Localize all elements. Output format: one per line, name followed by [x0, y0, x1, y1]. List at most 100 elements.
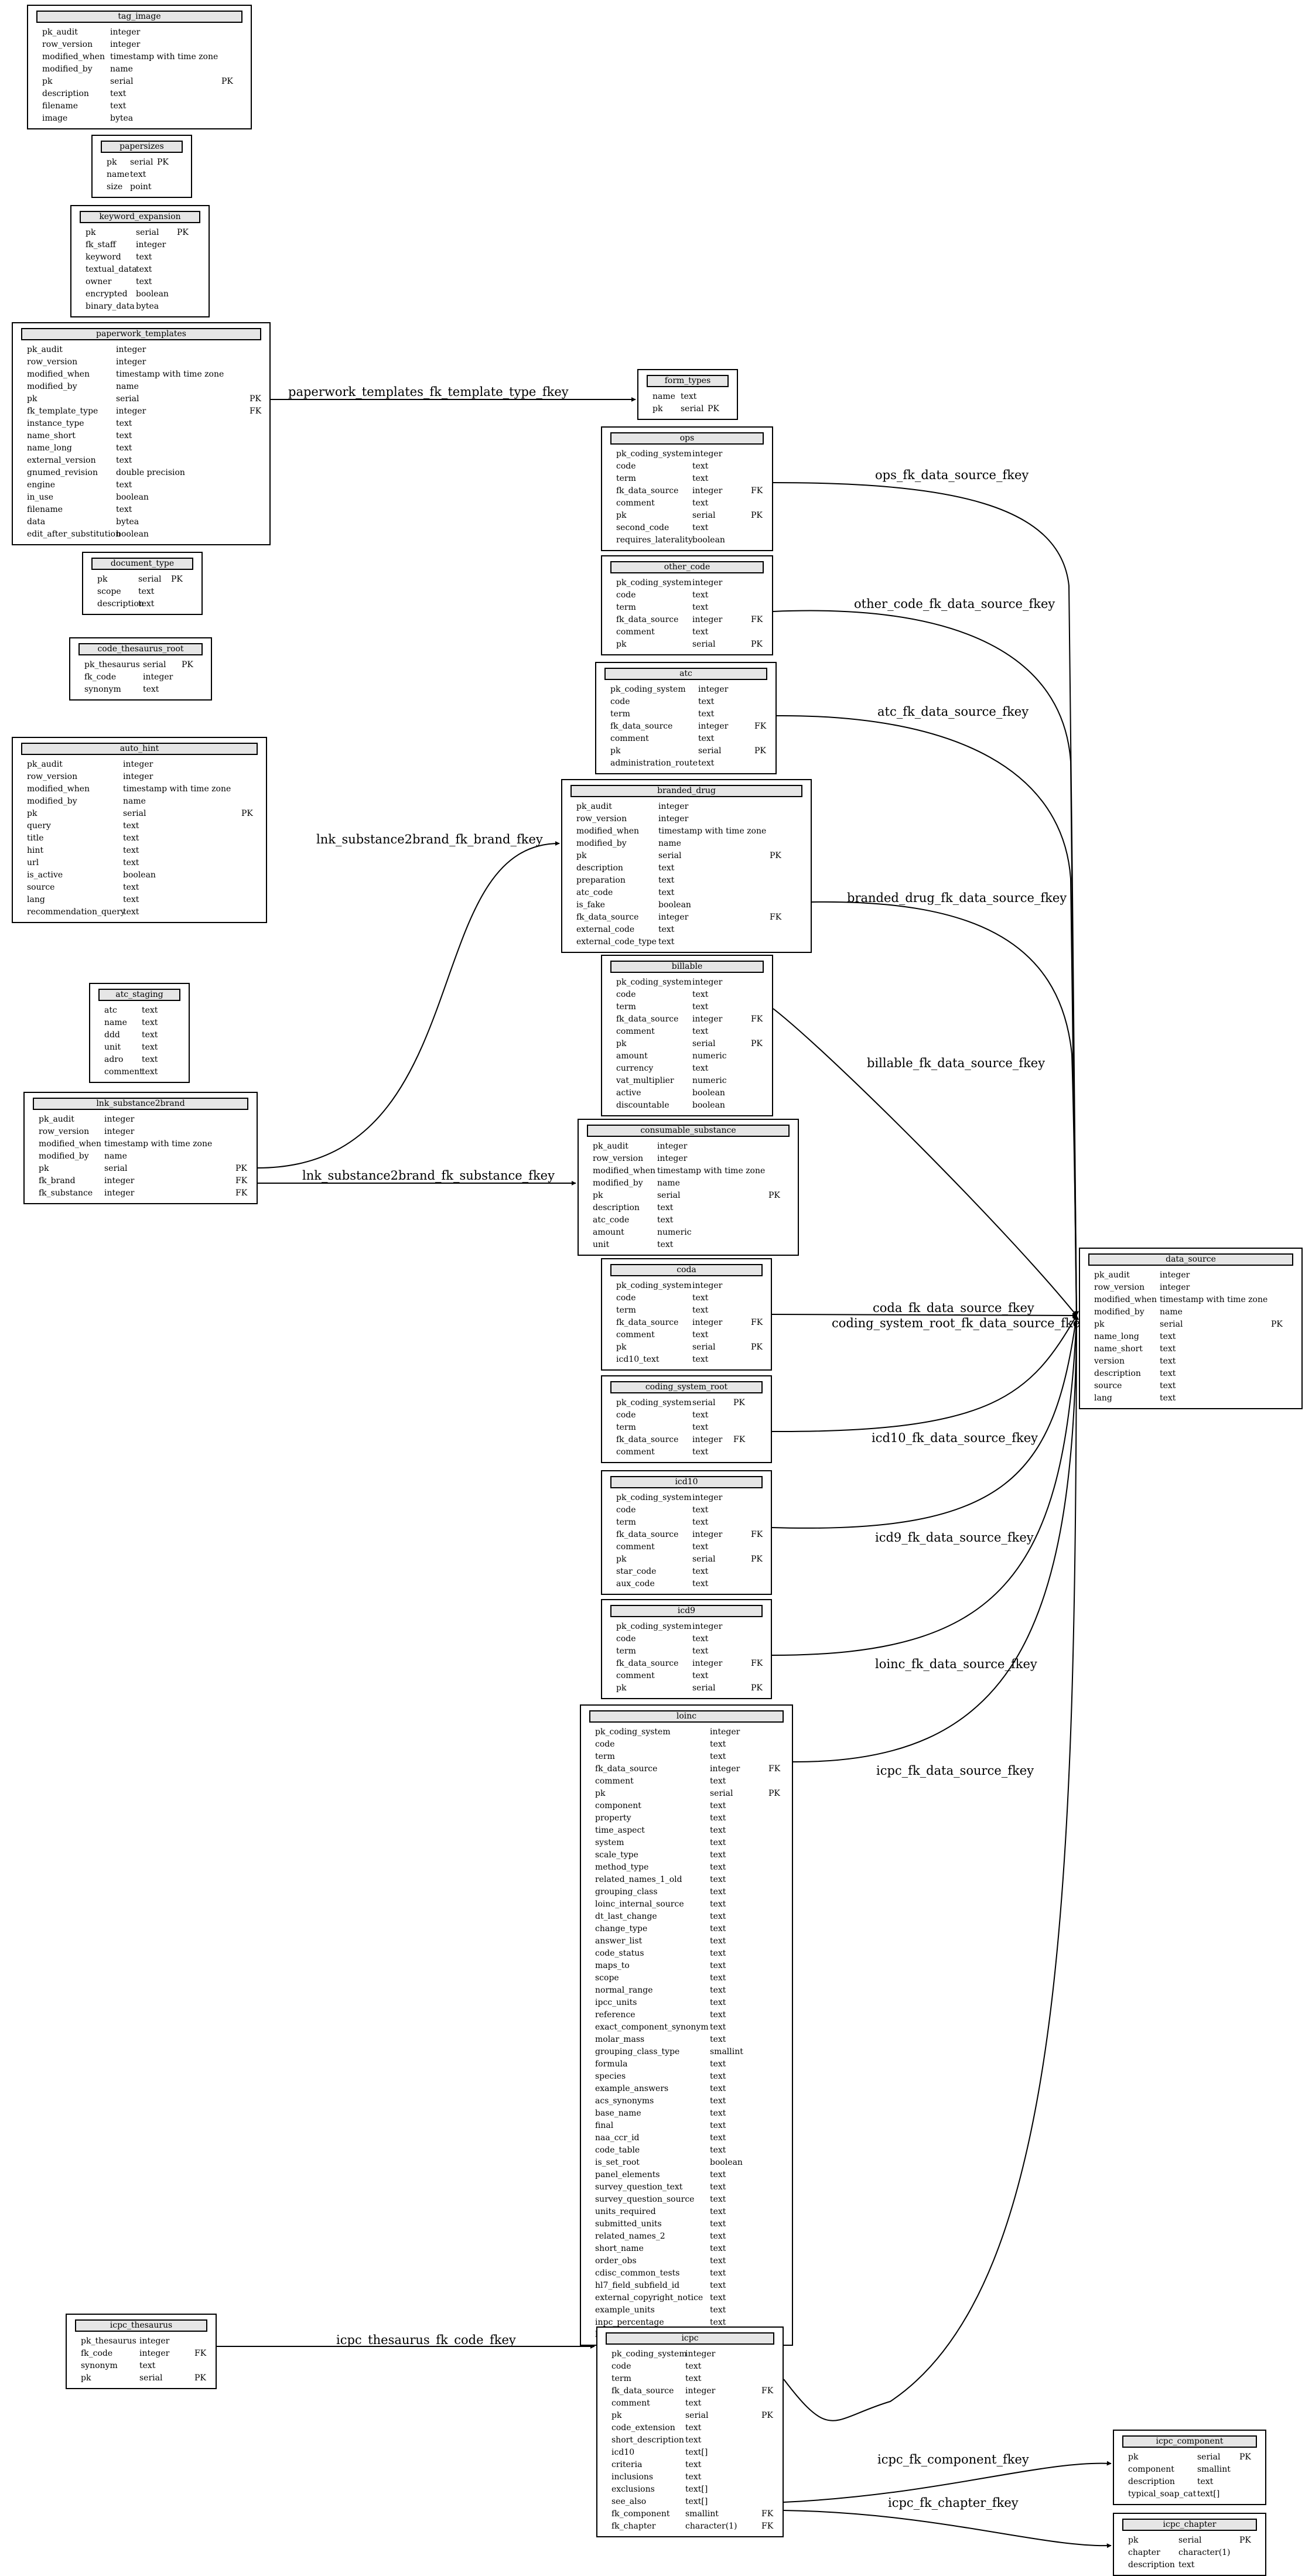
column-type: integer: [698, 722, 729, 731]
column-name: version: [1094, 1357, 1125, 1366]
column-type: text: [692, 1410, 709, 1420]
table-title: tag_image: [36, 11, 242, 23]
column-name: ipcc_units: [595, 1998, 637, 2007]
relationship-edges: paperwork_templates_fk_template_type_fke…: [217, 385, 1112, 2548]
column-name: is_fake: [576, 900, 605, 910]
column-type: text: [142, 1018, 158, 1027]
column-name: name_long: [1094, 1332, 1139, 1341]
column-type: text: [692, 1002, 709, 1012]
column-type: integer: [692, 1318, 723, 1327]
table-title: papersizes: [101, 141, 183, 153]
column-type: integer: [692, 1530, 723, 1539]
column-type: text: [692, 1567, 709, 1576]
column-type: text: [692, 1505, 709, 1515]
column-type: integer: [692, 615, 723, 624]
column-name: recommendation_query: [27, 907, 125, 917]
column-name: formula: [595, 2059, 628, 2069]
column-name: component: [1128, 2465, 1174, 2474]
table-title: consumable_substance: [587, 1125, 790, 1137]
column-type: text: [681, 392, 697, 401]
column-type: serial: [681, 404, 704, 414]
column-type: integer: [139, 2336, 170, 2346]
column-name: fk_data_source: [611, 2386, 674, 2396]
column-type: text: [1160, 1332, 1176, 1341]
column-type: integer: [692, 1014, 723, 1024]
column-type: text: [658, 876, 675, 885]
fk-edge-icpc-fk-chapter-fkey: [783, 2510, 1112, 2548]
column-key: PK: [768, 1789, 780, 1798]
column-type: integer: [657, 1154, 688, 1163]
column-type: text: [710, 1850, 726, 1860]
column-name: modified_when: [576, 826, 640, 836]
column-name: pk: [593, 1191, 603, 1200]
column-name: requires_laterality: [616, 535, 693, 545]
column-type: text: [136, 252, 152, 262]
column-type: numeric: [692, 1051, 727, 1061]
column-name: fk_data_source: [616, 1318, 679, 1327]
column-name: fk_data_source: [610, 722, 673, 731]
column-type: name: [657, 1178, 680, 1188]
column-type: integer: [110, 40, 141, 49]
column-name: pk_coding_system: [616, 978, 692, 987]
column-name: modified_when: [27, 370, 90, 379]
table-title: loinc: [589, 1710, 784, 1723]
column-type: numeric: [692, 1076, 727, 1085]
table-title: document_type: [91, 558, 193, 570]
column-name: pk: [39, 1164, 49, 1173]
column-type: smallint: [685, 2509, 719, 2519]
fk-edge-label: branded_drug_fk_data_source_fkey: [847, 891, 1067, 905]
column-name: pk: [576, 851, 587, 860]
column-name: pk_coding_system: [616, 1493, 692, 1502]
column-name: row_version: [39, 1127, 90, 1136]
column-name: panel_elements: [595, 2170, 660, 2179]
table-title: atc: [604, 668, 767, 680]
column-type: text: [110, 101, 127, 111]
column-type: name: [123, 797, 146, 806]
column-name: external_version: [27, 456, 96, 465]
column-name: fk_code: [81, 2349, 113, 2358]
column-type: integer: [692, 1493, 723, 1502]
column-name: title: [27, 833, 44, 843]
column-name: textual_data: [86, 265, 137, 274]
column-type: serial: [692, 640, 716, 649]
column-name: image: [42, 114, 68, 123]
column-name: name: [652, 392, 675, 401]
column-name: comment: [616, 1330, 655, 1340]
column-name: currency: [616, 1064, 654, 1073]
column-name: scope: [595, 1973, 619, 1983]
column-name: name: [107, 170, 129, 179]
column-type: text: [710, 1973, 726, 1983]
column-name: molar_mass: [595, 2035, 645, 2044]
column-name: row_version: [576, 814, 627, 824]
